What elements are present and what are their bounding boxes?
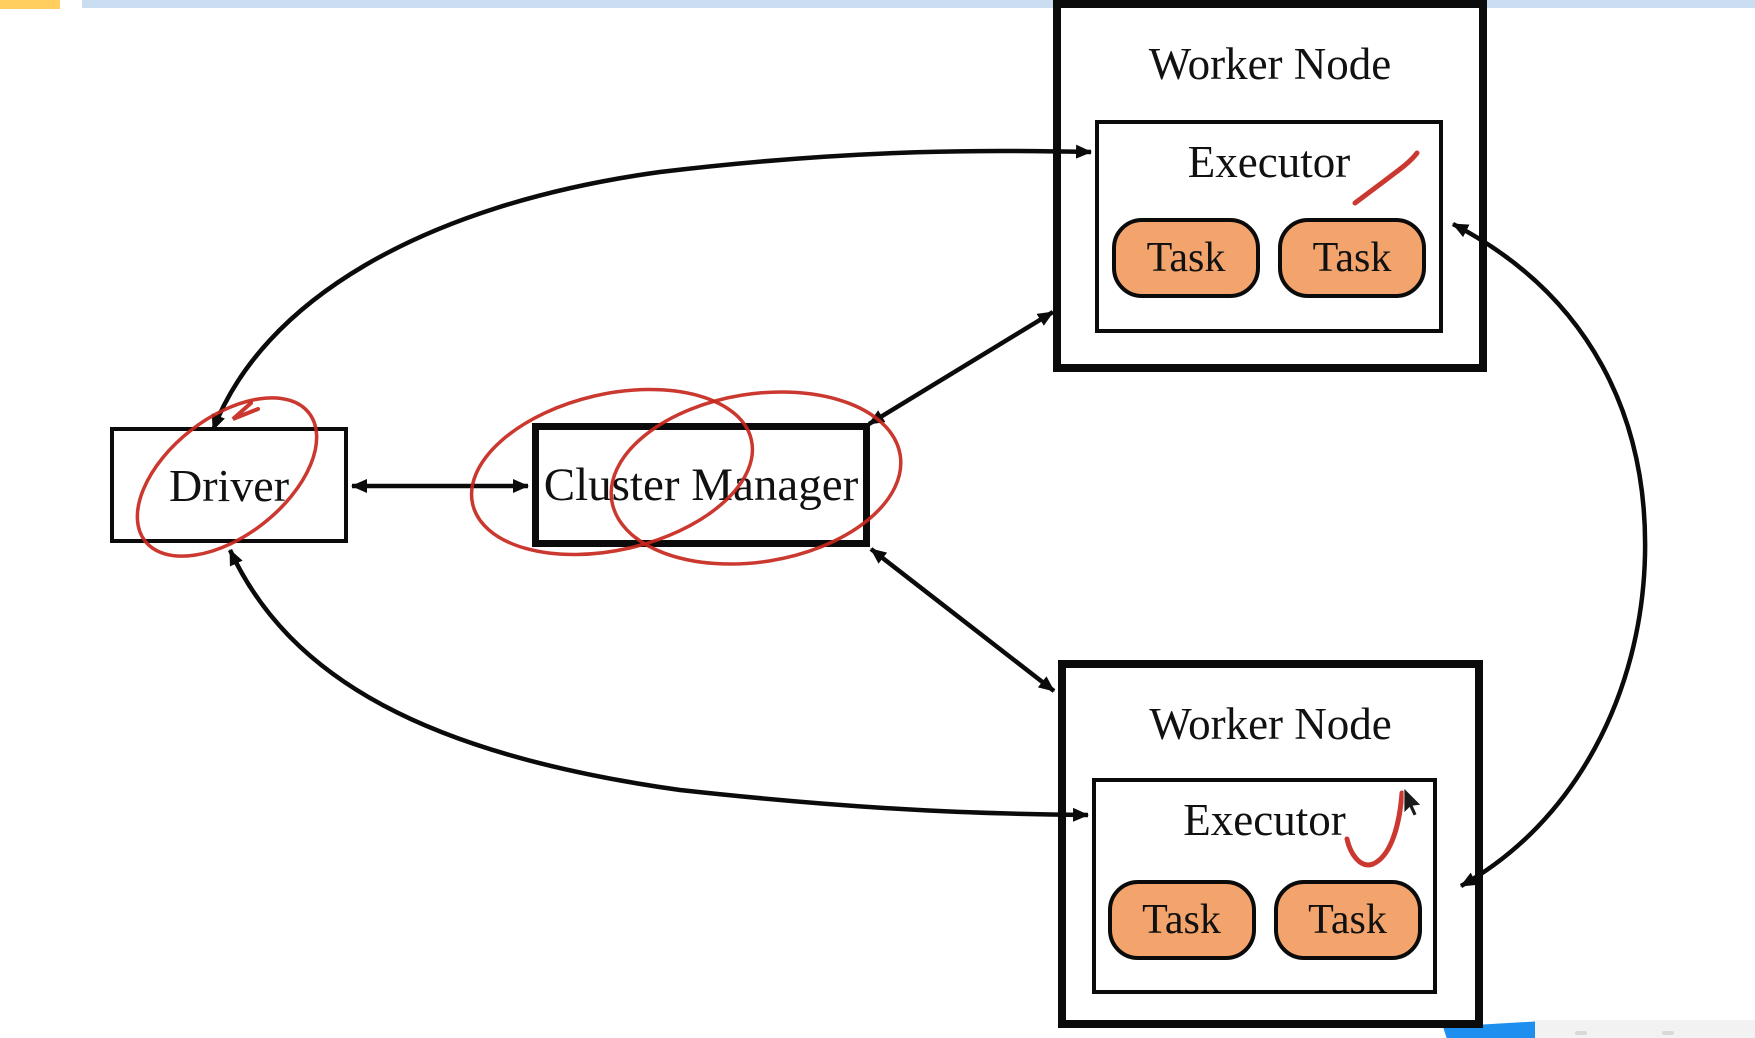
edge-driver-executor-top bbox=[210, 144, 1092, 431]
executor-top: Executor Task Task bbox=[1095, 120, 1443, 333]
top-yellow-accent-bar bbox=[0, 0, 60, 9]
task-pill: Task bbox=[1273, 880, 1422, 960]
task-pill: Task bbox=[1107, 880, 1256, 960]
driver-label: Driver bbox=[168, 459, 290, 511]
worker-node-bottom-title: Worker Node bbox=[1149, 699, 1392, 749]
worker-node-top-title: Worker Node bbox=[1148, 39, 1392, 89]
task-row: Task Task bbox=[1096, 880, 1433, 960]
worker-node-top: Worker Node Executor Task Task bbox=[1053, 0, 1487, 372]
cluster-manager-node: Cluster Manager bbox=[532, 423, 870, 547]
edge-driver-executor-bottom bbox=[227, 549, 1089, 822]
gray-bar-mark bbox=[1575, 1031, 1587, 1035]
task-pill: Task bbox=[1278, 218, 1426, 298]
edge-cluster-manager-worker-top bbox=[867, 310, 1055, 426]
cluster-manager-label: Cluster Manager bbox=[543, 459, 859, 511]
executor-bottom-label: Executor bbox=[1183, 795, 1346, 845]
driver-node: Driver bbox=[110, 427, 348, 543]
bottom-gray-bar bbox=[1533, 1020, 1755, 1038]
gray-bar-mark bbox=[1662, 1031, 1674, 1035]
edge-cluster-manager-worker-bottom bbox=[869, 547, 1056, 693]
executor-bottom: Executor Task Task bbox=[1092, 778, 1437, 994]
executor-top-label: Executor bbox=[1187, 137, 1351, 187]
task-row: Task Task bbox=[1099, 218, 1439, 298]
worker-node-bottom: Worker Node Executor Task Task bbox=[1058, 660, 1483, 1028]
task-pill: Task bbox=[1112, 218, 1260, 298]
top-blue-accent-bar bbox=[82, 0, 1755, 8]
